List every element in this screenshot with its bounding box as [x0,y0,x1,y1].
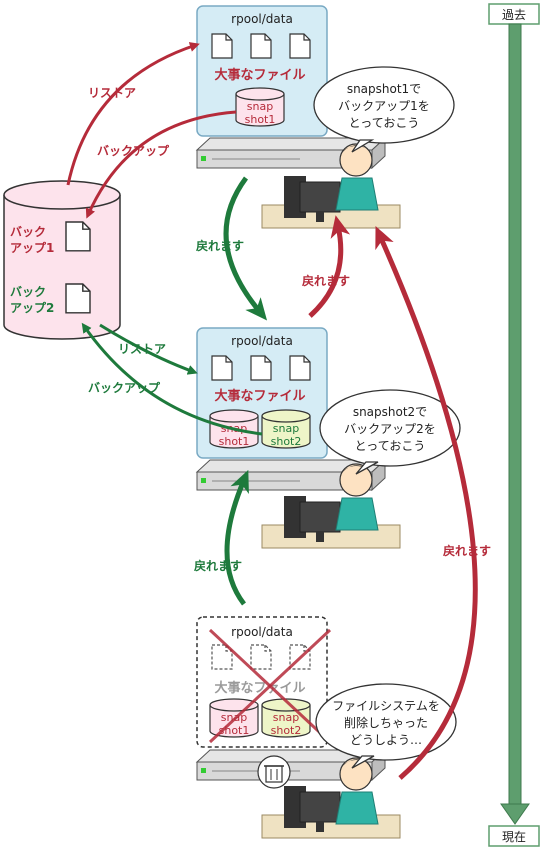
restore-arrow-top [66,42,200,186]
snapshot2-line2: shot2 [271,435,302,448]
backup1-file-icon [65,221,91,252]
snapshot1-cylinder: snap shot1 [235,87,285,127]
bubble1-line2: バックアップ1を [338,99,430,113]
bubble3-line3: どうしよう… [350,733,422,747]
backup1-label-line1: バック [10,225,46,239]
timeline-bottom-label-box [488,825,540,847]
bubble2-line1: snapshot2で [353,405,427,419]
timeline-bottom-label: 現在 [502,830,526,844]
panel1-files-label: 大事なファイル [214,67,305,83]
backup-storage: バック アップ1 バック アップ2 [3,180,121,340]
backup-arrow-top [85,110,237,219]
panel2-files-label: 大事なファイル [214,388,305,404]
bubble1-line1: snapshot1で [347,82,421,96]
snapshot1-line1: snap [247,100,273,113]
dataset-panel-1: rpool/data 大事なファイル snap shot1 [196,5,328,137]
rollback-arrow-1 [223,176,268,321]
snapshot2-cylinder: snap shot2 [261,409,311,449]
speech-bubble-3: ファイルシステムを 削除しちゃった どうしよう… [315,683,457,769]
file-icon [250,355,272,381]
snapshot1-line2: shot1 [219,435,250,448]
deleted-cross-mark [208,628,332,744]
rollback-arrow-long [375,225,478,780]
dataset-panel-3-deleted: rpool/data 大事なファイル snap shot1 snap shot2 [196,616,332,748]
file-icon [250,644,272,670]
snapshot1-line2: shot1 [245,113,276,126]
backup2-label-line1: バック [10,285,46,299]
file-icon [289,355,311,381]
dataset-panel-2: rpool/data 大事なファイル snap shot1 snap shot2 [196,327,328,459]
bubble3-line1: ファイルシステムを [332,699,440,713]
rollback-label-2: 戻れます [302,273,350,288]
backup-top-label: バックアップ [97,143,170,158]
restore-mid-label: リストア [118,342,166,356]
restore-arrow-mid [99,323,198,375]
speech-bubble-1: snapshot1で バックアップ1を とっておこう [313,66,455,153]
timeline: 過去 現在 [488,3,540,847]
workstation-2 [261,463,401,549]
backup2-label-line2: アップ2 [10,300,54,315]
timeline-top-label: 過去 [502,8,526,22]
rollback-label-3: 戻れます [194,558,242,573]
timeline-arrow-head [500,803,530,825]
panel3-files-label: 大事なファイル [214,680,305,696]
backup-mid-label: バックアップ [88,380,161,395]
rollback-arrow-3 [224,469,249,606]
backup-arrow-mid [81,322,263,436]
snapshot1-cylinder: snap shot1 [209,409,259,449]
bubble3-line2: 削除しちゃった [344,715,428,730]
backup1-label-line2: アップ1 [10,240,54,255]
person-head [339,757,373,791]
person-head [339,463,373,497]
bubble2-line2: バックアップ2を [344,422,436,436]
file-icon [289,33,311,59]
person-head [339,143,373,177]
file-icon [211,33,233,59]
snapshot2-line2: shot2 [271,724,302,737]
timeline-bar [508,23,522,805]
file-icon [211,355,233,381]
workstation-3 [257,755,401,839]
snapshot2-line1: snap [273,711,299,724]
file-icon [250,33,272,59]
panel3-path: rpool/data [231,625,293,639]
rollback-label-long: 戻れます [443,543,491,558]
speech-bubble-2: snapshot2で バックアップ2を とっておこう [319,389,461,475]
panel2-path: rpool/data [231,334,293,348]
bubble1-line3: とっておこう [349,116,420,130]
restore-top-label: リストア [88,86,136,100]
server-1 [195,136,387,170]
rollback-arrow-2 [308,215,351,318]
trash-icon [257,755,291,789]
panel1-path: rpool/data [231,12,293,26]
rollback-label-1: 戻れます [196,238,244,253]
snapshot2-line1: snap [273,422,299,435]
bubble2-line3: とっておこう [355,439,426,453]
backup2-file-icon [65,283,91,314]
